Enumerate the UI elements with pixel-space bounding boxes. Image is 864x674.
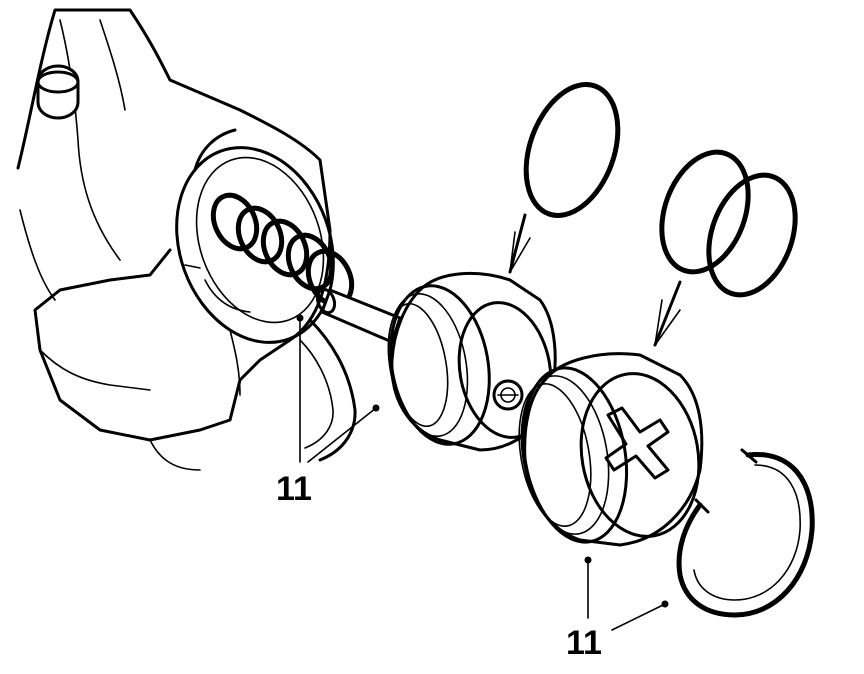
bolt-boss [36,64,80,120]
cap-piston [518,352,704,547]
arrow-to-cap-rings [653,280,682,347]
circlip [676,448,815,618]
leader-lines-label-1 [296,314,380,463]
cap-seal-rings [659,149,798,298]
housing-casting [16,8,357,471]
callout-label-11-left: 11 [276,470,312,508]
coil-spring [210,192,355,308]
arrow-to-piston-ring [508,213,531,274]
leader-lines-label-2 [584,556,669,631]
housing-bore [175,128,335,344]
piston-seal-ring [523,82,621,218]
callout-label-11-right: 11 [566,624,602,662]
piston-rod [315,287,402,344]
